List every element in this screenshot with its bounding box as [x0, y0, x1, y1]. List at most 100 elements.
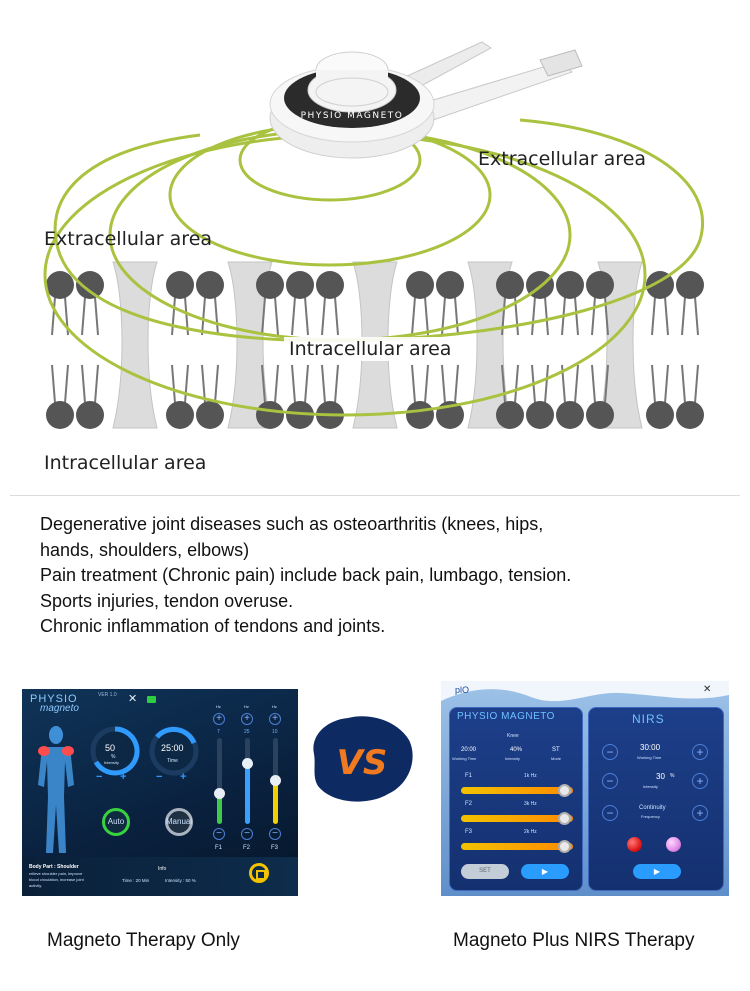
f1-fill	[217, 793, 222, 824]
f2-unit: Hz	[244, 704, 249, 709]
nirs-continuity-plus-button[interactable]: +	[692, 805, 708, 821]
f1-value: 1k Hz	[524, 773, 537, 779]
f1-slider[interactable]	[461, 784, 573, 797]
f3-knob[interactable]	[558, 840, 572, 853]
f3-value: 2k Hz	[524, 829, 537, 835]
lipid	[76, 364, 104, 429]
f3-value: 10	[272, 729, 278, 735]
magnetic-field-illustration: PHYSIO MAGNETO Extracellular area Extrac…	[0, 0, 750, 490]
set-label: SET	[479, 868, 491, 874]
f1-label: F1	[215, 845, 223, 851]
lipid	[676, 364, 704, 429]
info-label: Info	[158, 866, 167, 872]
lipid	[286, 271, 314, 336]
vs-text: VS	[337, 743, 388, 783]
nirs-time-minus-button[interactable]: −	[602, 744, 618, 760]
f2-slider[interactable]	[461, 812, 573, 825]
magneto-play-button[interactable]: ▶	[521, 864, 569, 879]
nirs-intensity-unit: %	[670, 773, 675, 779]
red-light-button[interactable]	[627, 837, 642, 852]
play-button[interactable]	[249, 863, 269, 883]
nirs-intensity-plus-button[interactable]: +	[692, 773, 708, 789]
version-label: VER 1.0	[98, 692, 117, 698]
auto-button[interactable]: Auto	[102, 808, 130, 836]
intensity-plus-button[interactable]: +	[120, 771, 127, 783]
nirs-intensity-value: 30	[656, 772, 665, 781]
nirs-continuity-minus-button[interactable]: −	[602, 805, 618, 821]
f1-minus-button[interactable]: −	[213, 828, 225, 840]
membrane-protein	[112, 261, 158, 429]
wave-text: plO	[455, 685, 470, 695]
lipid	[526, 364, 554, 429]
lipid	[256, 271, 284, 336]
indication-line: Degenerative joint diseases such as oste…	[40, 514, 544, 534]
close-icon[interactable]: ✕	[703, 684, 712, 695]
lipid	[196, 364, 224, 429]
nirs-card	[588, 707, 724, 891]
manual-button[interactable]: Manual	[165, 808, 193, 836]
vs-badge: VS	[313, 716, 413, 802]
intracellular-label-bottom: Intracellular area	[44, 452, 207, 474]
f1-plus-button[interactable]: +	[213, 713, 225, 725]
body-part-desc: blood circulation, increase joint	[29, 877, 84, 882]
intensity-unit: %	[111, 754, 116, 760]
tools-icon[interactable]: ✕	[128, 693, 138, 705]
f1-slider[interactable]	[214, 738, 225, 824]
intensity-value: 40%	[510, 747, 523, 753]
f1-value: 7	[217, 729, 220, 735]
intensity-minus-button[interactable]: −	[96, 771, 103, 783]
f2-knob[interactable]	[558, 812, 572, 825]
time-dial[interactable]	[148, 725, 200, 777]
nirs-title: NIRS	[632, 712, 665, 726]
magneto-only-screen: PHYSIO magneto VER 1.0 ✕ 50 % Intensity …	[22, 689, 298, 896]
f2-label: F2	[243, 845, 251, 851]
battery-icon	[147, 696, 156, 703]
lipid	[406, 364, 434, 429]
infrared-light-button[interactable]	[666, 837, 681, 852]
logo-physio: PHYSIO	[30, 693, 78, 705]
nirs-play-button[interactable]: ▶	[633, 864, 681, 879]
intensity-label: Intensity	[104, 760, 119, 765]
lipid	[196, 271, 224, 336]
f1-knob[interactable]	[558, 784, 572, 797]
magneto-title: PHYSIO MAGNETO	[457, 711, 555, 722]
body-figure	[38, 726, 74, 853]
nirs-continuity: Continuity	[639, 805, 666, 811]
indication-line: Chronic inflammation of tendons and join…	[40, 616, 386, 636]
f2-value: 25	[244, 729, 250, 735]
set-button[interactable]: SET	[461, 864, 509, 879]
lipid	[556, 364, 584, 429]
f3-label: F3	[465, 829, 473, 835]
section-divider	[10, 495, 740, 496]
f3-minus-button[interactable]: −	[269, 828, 281, 840]
f3-knob[interactable]	[270, 775, 281, 786]
mode-label: Mode	[551, 756, 562, 761]
f3-slider[interactable]	[270, 738, 281, 824]
indication-line: hands, shoulders, elbows)	[40, 539, 250, 560]
mode-value: ST	[552, 747, 560, 753]
f1-knob[interactable]	[214, 787, 225, 799]
nirs-intensity-minus-button[interactable]: −	[602, 773, 618, 789]
lipid	[406, 271, 434, 336]
auto-label: Auto	[107, 817, 125, 826]
f3-slider[interactable]	[461, 840, 573, 853]
working-time-label: Working Time	[452, 756, 477, 761]
nirs-time-plus-button[interactable]: +	[692, 744, 708, 760]
play-icon: ▶	[541, 867, 549, 876]
nirs-intensity-label: Intensity	[643, 784, 658, 789]
f3-plus-button[interactable]: +	[269, 713, 281, 725]
indication-line: Pain treatment (Chronic pain) include ba…	[40, 565, 572, 585]
intensity-dial[interactable]	[89, 725, 141, 777]
f2-knob[interactable]	[242, 757, 253, 769]
extracellular-label-right: Extracellular area	[478, 148, 647, 170]
f2-plus-button[interactable]: +	[241, 713, 253, 725]
lipid	[166, 364, 194, 429]
indications-list: Degenerative joint diseases such as oste…	[40, 512, 730, 640]
f2-minus-button[interactable]: −	[241, 828, 253, 840]
body-part-desc: activity.	[29, 883, 43, 888]
f2-slider[interactable]	[242, 738, 253, 824]
time-plus-button[interactable]: +	[180, 771, 187, 783]
time-minus-button[interactable]: −	[156, 771, 163, 783]
info-intensity: Intensity : 50 %	[165, 878, 196, 883]
time-label: Time	[167, 758, 178, 764]
